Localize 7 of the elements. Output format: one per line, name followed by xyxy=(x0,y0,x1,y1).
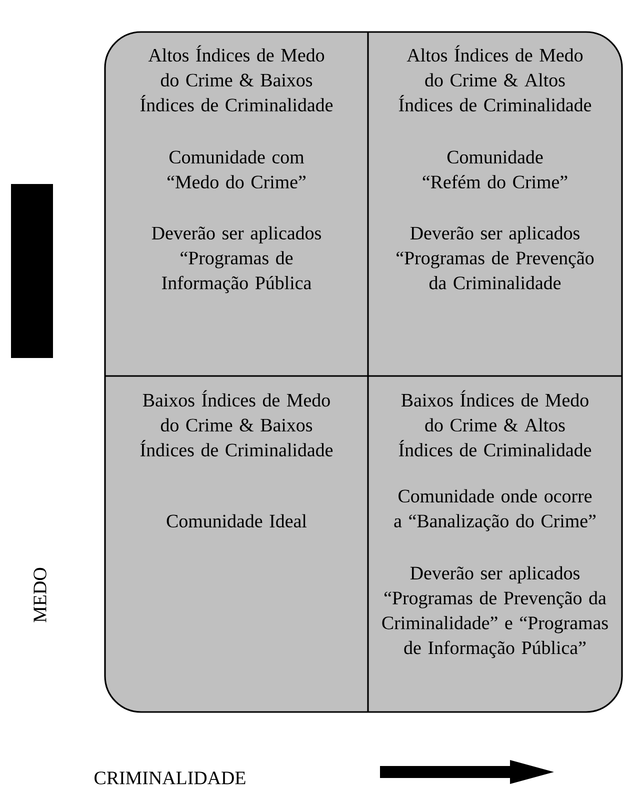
axis-label: MEDO xyxy=(34,568,46,622)
quadrant-cell: Baixos Índices de Medo do Crime & Altos Índices de Criminalidade Comunidade onde ocorre a “Banalização do Crime” Deverão ser aplicados “Programas de Prevenção da Criminalidade” e “Programas de Informação Pública” xyxy=(382,390,608,658)
quadrant-box xyxy=(104,31,623,713)
quadrant-cell: Altos Índices de Medo do Crime & Baixos Índices de Criminalidade Comunidade com “Medo do Crime” Deverão ser aplicados “Programas de Informação Pública xyxy=(140,45,333,294)
axis-label: CRIMINALIDADE xyxy=(94,772,246,784)
quadrant-cell: Baixos Índices de Medo do Crime & Baixos Índices de Criminalidade Comunidade Ideal xyxy=(140,390,333,528)
quadrant-cell: Altos Índices de Medo do Crime & Altos Índices de Criminalidade Comunidade “Refém do Crime” Deverão ser aplicados “Programas de Prevenção da Criminalidade xyxy=(396,45,594,290)
